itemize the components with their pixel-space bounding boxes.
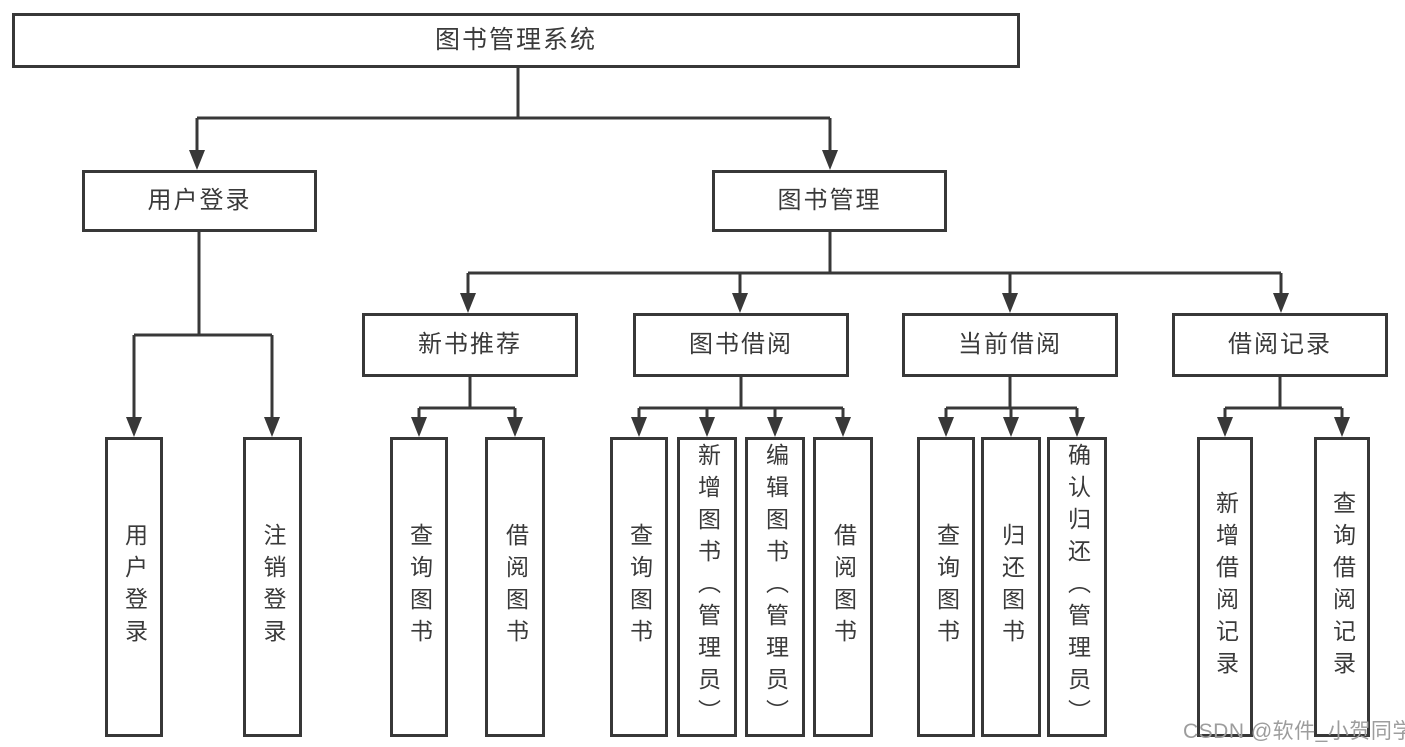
node-root: 图书管理系统 — [12, 13, 1020, 68]
arrowhead-icon — [507, 417, 523, 437]
leaf-query-borrow-record: 查询借阅记录 — [1314, 437, 1370, 737]
arrowhead-icon — [189, 150, 205, 170]
leaf-user-login: 用户登录 — [105, 437, 163, 737]
leaf-add-borrow-record: 新增借阅记录 — [1197, 437, 1253, 737]
node-borrow-records: 借阅记录 — [1172, 313, 1388, 377]
node-book-borrow: 图书借阅 — [633, 313, 849, 377]
arrowhead-icon — [835, 417, 851, 437]
arrowhead-icon — [767, 417, 783, 437]
node-new-book-recommend: 新书推荐 — [362, 313, 578, 377]
leaf-add-book-admin: 新增图书（管理员） — [677, 437, 737, 737]
arrowhead-icon — [938, 417, 954, 437]
arrowhead-icon — [460, 293, 476, 313]
arrowhead-icon — [699, 417, 715, 437]
arrowhead-icon — [1273, 293, 1289, 313]
arrowhead-icon — [1069, 417, 1085, 437]
arrowhead-icon — [126, 417, 142, 437]
leaf-query-books-borrow: 查询图书 — [610, 437, 668, 737]
arrowhead-icon — [1003, 417, 1019, 437]
leaf-query-books-recommend: 查询图书 — [390, 437, 448, 737]
leaf-query-books-current: 查询图书 — [917, 437, 975, 737]
leaf-confirm-return-admin: 确认归还（管理员） — [1047, 437, 1107, 737]
node-user-login: 用户登录 — [82, 170, 317, 232]
arrowhead-icon — [1002, 293, 1018, 313]
arrowhead-icon — [264, 417, 280, 437]
leaf-edit-book-admin: 编辑图书（管理员） — [745, 437, 805, 737]
node-current-borrow: 当前借阅 — [902, 313, 1118, 377]
arrowhead-icon — [1217, 417, 1233, 437]
leaf-borrow-books: 借阅图书 — [813, 437, 873, 737]
leaf-logout: 注销登录 — [243, 437, 302, 737]
arrowhead-icon — [732, 293, 748, 313]
arrowhead-icon — [1334, 417, 1350, 437]
arrowhead-icon — [411, 417, 427, 437]
leaf-return-book: 归还图书 — [981, 437, 1041, 737]
leaf-borrow-books-recommend: 借阅图书 — [485, 437, 545, 737]
node-book-management: 图书管理 — [712, 170, 947, 232]
arrowhead-icon — [631, 417, 647, 437]
arrowhead-icon — [822, 150, 838, 170]
csdn-watermark: CSDN @软件_小贺同学 — [1183, 720, 1405, 743]
